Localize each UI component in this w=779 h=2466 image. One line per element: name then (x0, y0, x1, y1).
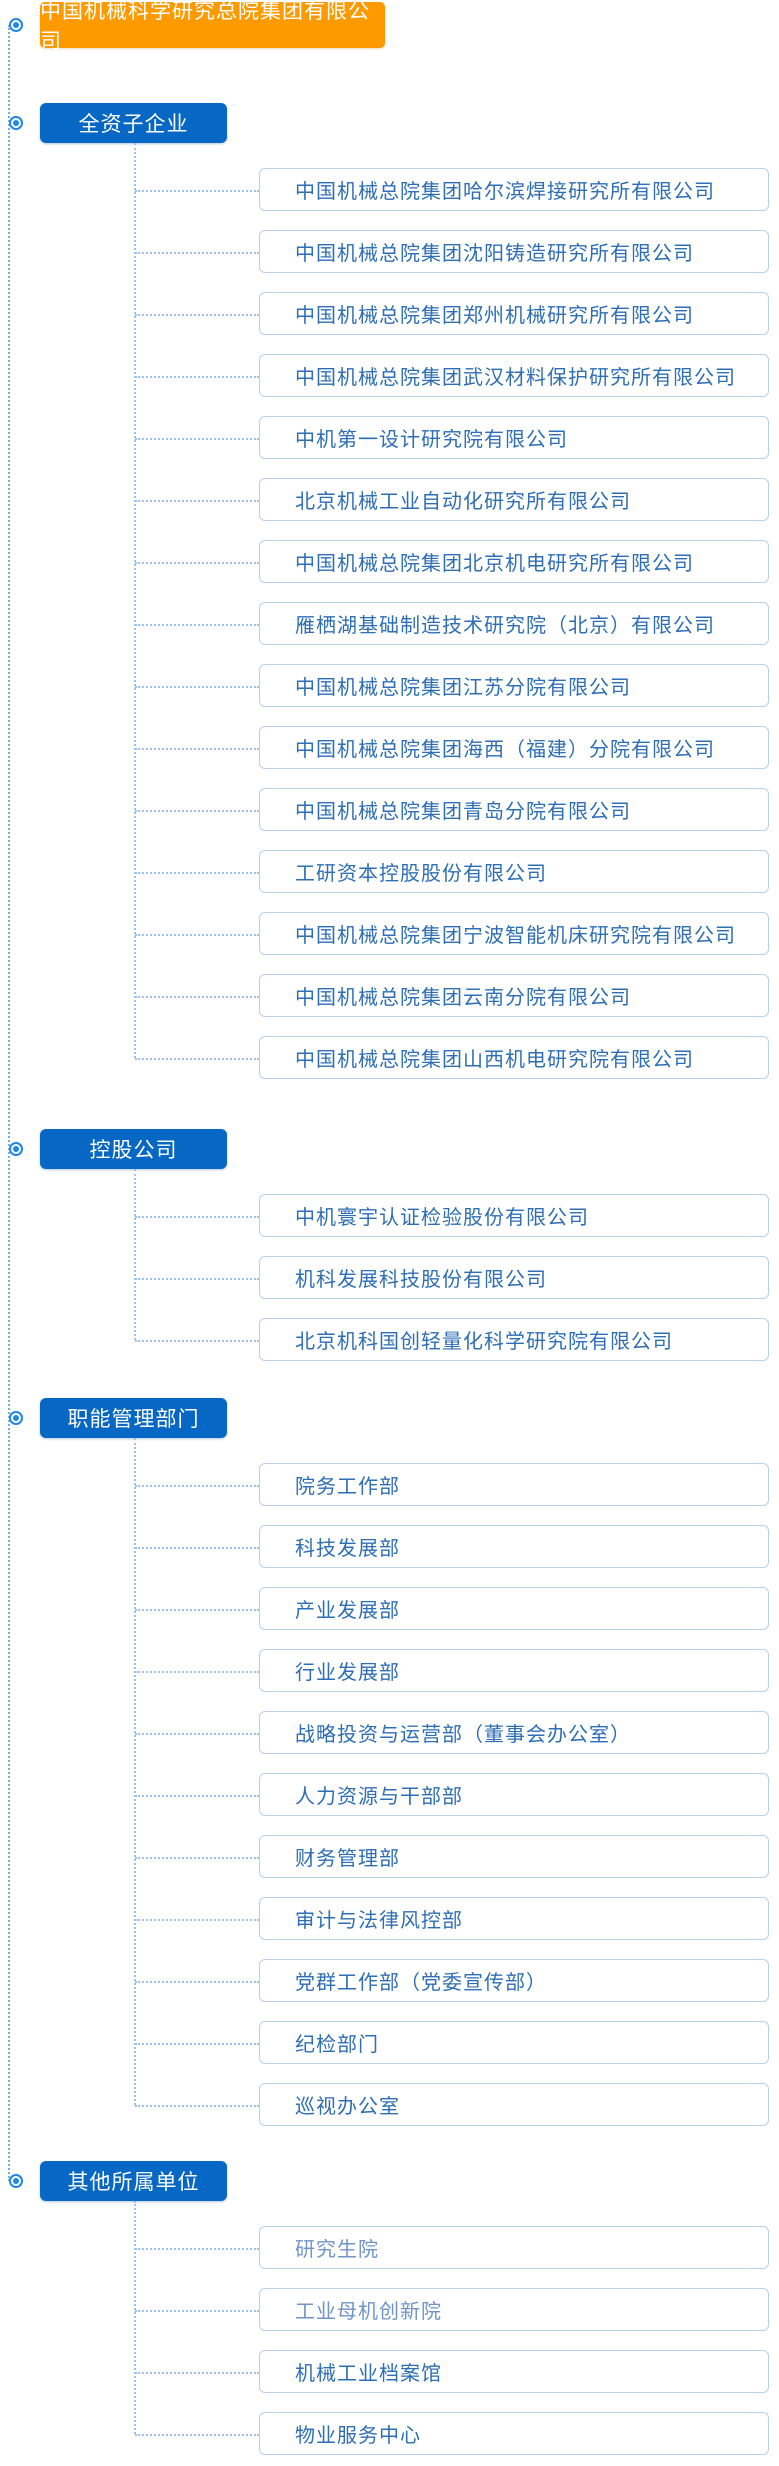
org-item-label: 人力资源与干部部 (295, 1786, 463, 1808)
section-node[interactable]: 职能管理部门 (40, 1398, 227, 1438)
section-children: 中国机械总院集团哈尔滨焊接研究所有限公司中国机械总院集团沈阳铸造研究所有限公司中… (134, 143, 779, 1079)
org-item-node[interactable]: 中国机械总院集团哈尔滨焊接研究所有限公司 (135, 168, 769, 211)
section-node-label: 全资子企业 (78, 113, 189, 136)
org-item-node[interactable]: 人力资源与干部部 (135, 1773, 769, 1816)
org-item-label: 党群工作部（党委宣传部） (295, 1972, 547, 1994)
org-item-label: 中国机械总院集团青岛分院有限公司 (295, 801, 631, 823)
node-bullet-icon[interactable] (9, 2174, 23, 2188)
org-item-node[interactable]: 产业发展部 (135, 1587, 769, 1630)
org-item-node[interactable]: 巡视办公室 (135, 2083, 769, 2126)
org-item-node[interactable]: 中国机械总院集团武汉材料保护研究所有限公司 (135, 354, 769, 397)
org-item-label: 中国机械总院集团云南分院有限公司 (295, 987, 631, 1009)
org-item-node[interactable]: 机科发展科技股份有限公司 (135, 1256, 769, 1299)
section-node-label: 控股公司 (89, 1139, 178, 1162)
org-item-node[interactable]: 中国机械总院集团沈阳铸造研究所有限公司 (135, 230, 769, 273)
org-item-node[interactable]: 财务管理部 (135, 1835, 769, 1878)
org-item-label: 科技发展部 (295, 1538, 400, 1560)
org-item-label: 中国机械总院集团江苏分院有限公司 (295, 677, 631, 699)
org-item-node[interactable]: 行业发展部 (135, 1649, 769, 1692)
org-item-node[interactable]: 纪检部门 (135, 2021, 769, 2064)
org-section: 其他所属单位 研究生院工业母机创新院机械工业档案馆物业服务中心 (0, 2161, 779, 2455)
section-node-label: 其他所属单位 (67, 2171, 200, 2194)
org-item-label: 机科发展科技股份有限公司 (295, 1269, 547, 1291)
section-header-row: 全资子企业 (9, 103, 227, 143)
org-item-node[interactable]: 审计与法律风控部 (135, 1897, 769, 1940)
org-item-label: 巡视办公室 (295, 2096, 400, 2118)
org-item-label: 战略投资与运营部（董事会办公室） (295, 1724, 631, 1746)
org-item-node[interactable]: 党群工作部（党委宣传部） (135, 1959, 769, 2002)
section-header-row: 职能管理部门 (9, 1398, 227, 1438)
org-item-node[interactable]: 中国机械总院集团江苏分院有限公司 (135, 664, 769, 707)
org-item-label: 中国机械总院集团哈尔滨焊接研究所有限公司 (295, 181, 715, 203)
org-item-label: 工研资本控股股份有限公司 (295, 863, 547, 885)
org-item-node[interactable]: 中国机械总院集团山西机电研究院有限公司 (135, 1036, 769, 1079)
org-item-label: 机械工业档案馆 (295, 2363, 442, 2385)
org-item-label: 中国机械总院集团北京机电研究所有限公司 (295, 553, 694, 575)
org-item-node[interactable]: 中国机械总院集团海西（福建）分院有限公司 (135, 726, 769, 769)
section-node[interactable]: 全资子企业 (40, 103, 227, 143)
org-item-node[interactable]: 中机第一设计研究院有限公司 (135, 416, 769, 459)
org-item-label: 中国机械总院集团山西机电研究院有限公司 (295, 1049, 694, 1071)
section-header-row: 其他所属单位 (9, 2161, 227, 2201)
org-item-node[interactable]: 中国机械总院集团郑州机械研究所有限公司 (135, 292, 769, 335)
org-item-node[interactable]: 中国机械总院集团北京机电研究所有限公司 (135, 540, 769, 583)
org-item-label: 纪检部门 (295, 2034, 379, 2056)
org-item-node[interactable]: 中国机械总院集团云南分院有限公司 (135, 974, 769, 1017)
org-item-label: 工业母机创新院 (295, 2301, 442, 2323)
section-node[interactable]: 其他所属单位 (40, 2161, 227, 2201)
org-item-label: 行业发展部 (295, 1662, 400, 1684)
org-item-node[interactable]: 北京机械工业自动化研究所有限公司 (135, 478, 769, 521)
section-node[interactable]: 控股公司 (40, 1129, 227, 1169)
org-item-node[interactable]: 研究生院 (135, 2226, 769, 2269)
org-item-node[interactable]: 物业服务中心 (135, 2412, 769, 2455)
org-section: 全资子企业 中国机械总院集团哈尔滨焊接研究所有限公司中国机械总院集团沈阳铸造研究… (0, 103, 779, 1079)
org-item-label: 中机寰宇认证检验股份有限公司 (295, 1207, 589, 1229)
section-node-label: 职能管理部门 (67, 1408, 200, 1431)
org-item-node[interactable]: 机械工业档案馆 (135, 2350, 769, 2393)
root-node-label: 中国机械科学研究总院集团有限公司 (40, 0, 370, 53)
node-bullet-icon[interactable] (9, 1142, 23, 1156)
section-children: 研究生院工业母机创新院机械工业档案馆物业服务中心 (134, 2201, 779, 2455)
org-item-node[interactable]: 中机寰宇认证检验股份有限公司 (135, 1194, 769, 1237)
node-bullet-icon[interactable] (9, 116, 23, 130)
org-item-node[interactable]: 院务工作部 (135, 1463, 769, 1506)
org-item-label: 中国机械总院集团郑州机械研究所有限公司 (295, 305, 694, 327)
org-item-label: 北京机科国创轻量化科学研究院有限公司 (295, 1331, 673, 1353)
org-item-label: 物业服务中心 (295, 2425, 421, 2447)
org-item-label: 中国机械总院集团沈阳铸造研究所有限公司 (295, 243, 694, 265)
root-node[interactable]: 中国机械科学研究总院集团有限公司 (40, 0, 385, 53)
org-item-label: 中机第一设计研究院有限公司 (295, 429, 568, 451)
org-item-label: 中国机械总院集团宁波智能机床研究院有限公司 (295, 925, 736, 947)
org-item-label: 院务工作部 (295, 1476, 400, 1498)
section-children: 院务工作部科技发展部产业发展部行业发展部战略投资与运营部（董事会办公室） 人力资源… (134, 1438, 779, 2126)
root-node-row: 中国机械科学研究总院集团有限公司 (9, 0, 385, 53)
org-item-label: 产业发展部 (295, 1600, 400, 1622)
org-item-node[interactable]: 雁栖湖基础制造技术研究院（北京）有限公司 (135, 602, 769, 645)
org-item-label: 中国机械总院集团海西（福建）分院有限公司 (295, 739, 715, 761)
org-item-label: 财务管理部 (295, 1848, 400, 1870)
org-item-label: 审计与法律风控部 (295, 1910, 463, 1932)
org-item-node[interactable]: 工研资本控股股份有限公司 (135, 850, 769, 893)
org-item-label: 中国机械总院集团武汉材料保护研究所有限公司 (295, 367, 736, 389)
org-item-node[interactable]: 战略投资与运营部（董事会办公室） (135, 1711, 769, 1754)
org-section: 职能管理部门 院务工作部科技发展部产业发展部行业发展部战略投资与运营部（董事会办… (0, 1398, 779, 2126)
org-item-node[interactable]: 中国机械总院集团青岛分院有限公司 (135, 788, 769, 831)
node-bullet-icon[interactable] (9, 1411, 23, 1425)
org-item-node[interactable]: 科技发展部 (135, 1525, 769, 1568)
org-item-node[interactable]: 北京机科国创轻量化科学研究院有限公司 (135, 1318, 769, 1361)
section-children: 中机寰宇认证检验股份有限公司机科发展科技股份有限公司北京机科国创轻量化科学研究院… (134, 1169, 779, 1361)
org-item-label: 北京机械工业自动化研究所有限公司 (295, 491, 631, 513)
connector-spine (8, 25, 10, 2181)
org-item-label: 雁栖湖基础制造技术研究院（北京）有限公司 (295, 615, 715, 637)
org-item-node[interactable]: 工业母机创新院 (135, 2288, 769, 2331)
org-section: 控股公司 中机寰宇认证检验股份有限公司机科发展科技股份有限公司北京机科国创轻量化… (0, 1129, 779, 1361)
section-header-row: 控股公司 (9, 1129, 227, 1169)
node-bullet-icon[interactable] (9, 18, 23, 32)
org-item-node[interactable]: 中国机械总院集团宁波智能机床研究院有限公司 (135, 912, 769, 955)
org-item-label: 研究生院 (295, 2239, 379, 2261)
